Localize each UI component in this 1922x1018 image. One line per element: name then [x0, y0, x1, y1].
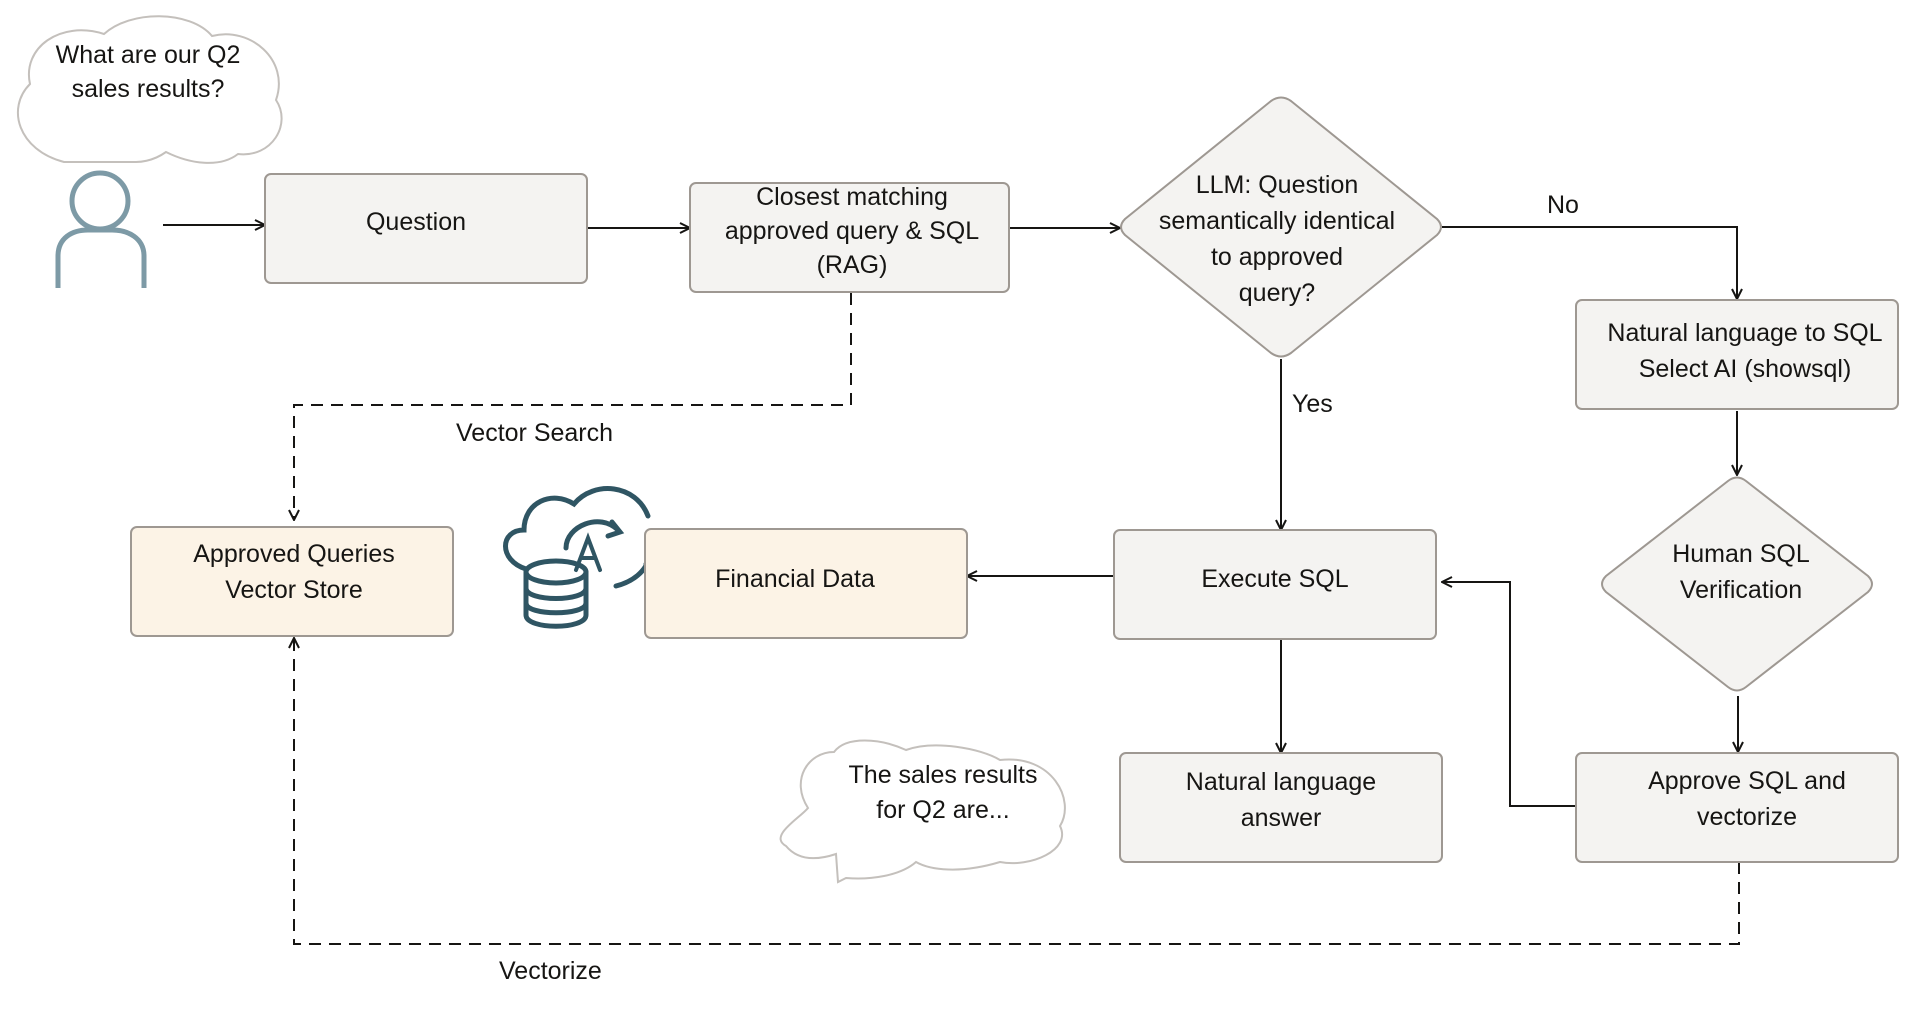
- label-vectorize: Vectorize: [499, 957, 602, 985]
- node-nl-to-sql-text: Natural language to SQL Select AI (showsq…: [1607, 319, 1882, 383]
- node-llm-decision-text-line: LLM: Question: [1196, 171, 1359, 199]
- node-financial-data-text: Financial Data: [715, 565, 875, 593]
- bubble-shape-question: [16, 15, 283, 164]
- node-llm-decision-text: LLM: Question semantically identical to ap…: [1159, 171, 1395, 307]
- user-question-bubble: What are our Q2 sales results?: [16, 15, 283, 164]
- bubble-text-answer-line: for Q2 are...: [876, 796, 1009, 824]
- node-financial-data: Financial Data: [644, 528, 968, 639]
- bubble-text-question-line: sales results?: [72, 75, 225, 103]
- node-llm-decision-text-line: query?: [1239, 279, 1315, 307]
- edges: [163, 225, 1740, 945]
- label-yes: Yes: [1292, 390, 1333, 418]
- node-question-text: Question: [366, 208, 466, 236]
- bubble-shape-answer: [779, 739, 1066, 884]
- node-human-verification: Human SQL Verification: [1601, 476, 1873, 692]
- label-no: No: [1547, 191, 1579, 219]
- edge-approve-to-execute: [1442, 582, 1576, 807]
- node-human-verification-text: Human SQL Verification: [1672, 540, 1810, 604]
- node-question-text-line: Question: [366, 208, 466, 236]
- user-icon: [55, 170, 147, 288]
- node-execute-sql-text-line: Execute SQL: [1201, 565, 1348, 593]
- node-approve-vectorize-text: Approve SQL and vectorize: [1648, 767, 1846, 831]
- edge-vector-search: [294, 293, 852, 520]
- node-closest-match-text-line: (RAG): [817, 251, 888, 279]
- bubble-text-question: What are our Q2 sales results?: [56, 41, 241, 103]
- node-nl-answer-text-line: answer: [1241, 804, 1322, 832]
- answer-bubble: The sales results for Q2 are...: [779, 739, 1066, 884]
- bubble-text-answer-line: The sales results: [849, 761, 1038, 789]
- label-vector-search: Vector Search: [456, 419, 613, 447]
- node-nl-to-sql: Natural language to SQL Select AI (showsq…: [1575, 299, 1899, 410]
- node-execute-sql-text: Execute SQL: [1201, 565, 1348, 593]
- node-approved-store-text-line: Approved Queries: [193, 540, 395, 568]
- node-nl-to-sql-text-line: Select AI (showsql): [1639, 355, 1852, 383]
- node-llm-decision-text-line: semantically identical: [1159, 207, 1395, 235]
- edge-llm-no: [1442, 226, 1737, 299]
- node-nl-answer: Natural language answer: [1119, 752, 1443, 863]
- node-approved-store-text-line: Vector Store: [225, 576, 363, 604]
- edge-labels: No Yes Vector Search Vectorize: [456, 191, 1579, 985]
- node-approve-vectorize-text-line: vectorize: [1697, 803, 1797, 831]
- node-closest-match-text: Closest matching approved query & SQL (RAG…: [725, 183, 979, 279]
- node-financial-data-text-line: Financial Data: [715, 565, 875, 593]
- node-human-verification-text-line: Human SQL: [1672, 540, 1810, 568]
- bubble-text-answer: The sales results for Q2 are...: [849, 761, 1038, 824]
- node-closest-match: Closest matching approved query & SQL (RAG…: [689, 182, 1010, 293]
- node-nl-answer-text: Natural language answer: [1186, 768, 1376, 832]
- node-execute-sql: Execute SQL: [1113, 529, 1437, 640]
- node-approve-vectorize: Approve SQL and vectorize: [1575, 752, 1899, 863]
- node-approve-vectorize-text-line: Approve SQL and: [1648, 767, 1846, 795]
- node-nl-to-sql-text-line: Natural language to SQL: [1607, 319, 1882, 347]
- node-nl-answer-text-line: Natural language: [1186, 768, 1376, 796]
- edge-vectorize: [294, 638, 1740, 945]
- node-closest-match-text-line: approved query & SQL: [725, 217, 979, 245]
- bubble-text-question-line: What are our Q2: [56, 41, 241, 69]
- node-question: Question: [264, 173, 588, 284]
- node-llm-decision-text-line: to approved: [1211, 243, 1343, 271]
- node-llm-decision: LLM: Question semantically identical to ap…: [1120, 96, 1442, 358]
- node-closest-match-text-line: Closest matching: [756, 183, 948, 211]
- node-human-verification-text-line: Verification: [1680, 576, 1802, 604]
- cloud-database-icon: [503, 486, 661, 629]
